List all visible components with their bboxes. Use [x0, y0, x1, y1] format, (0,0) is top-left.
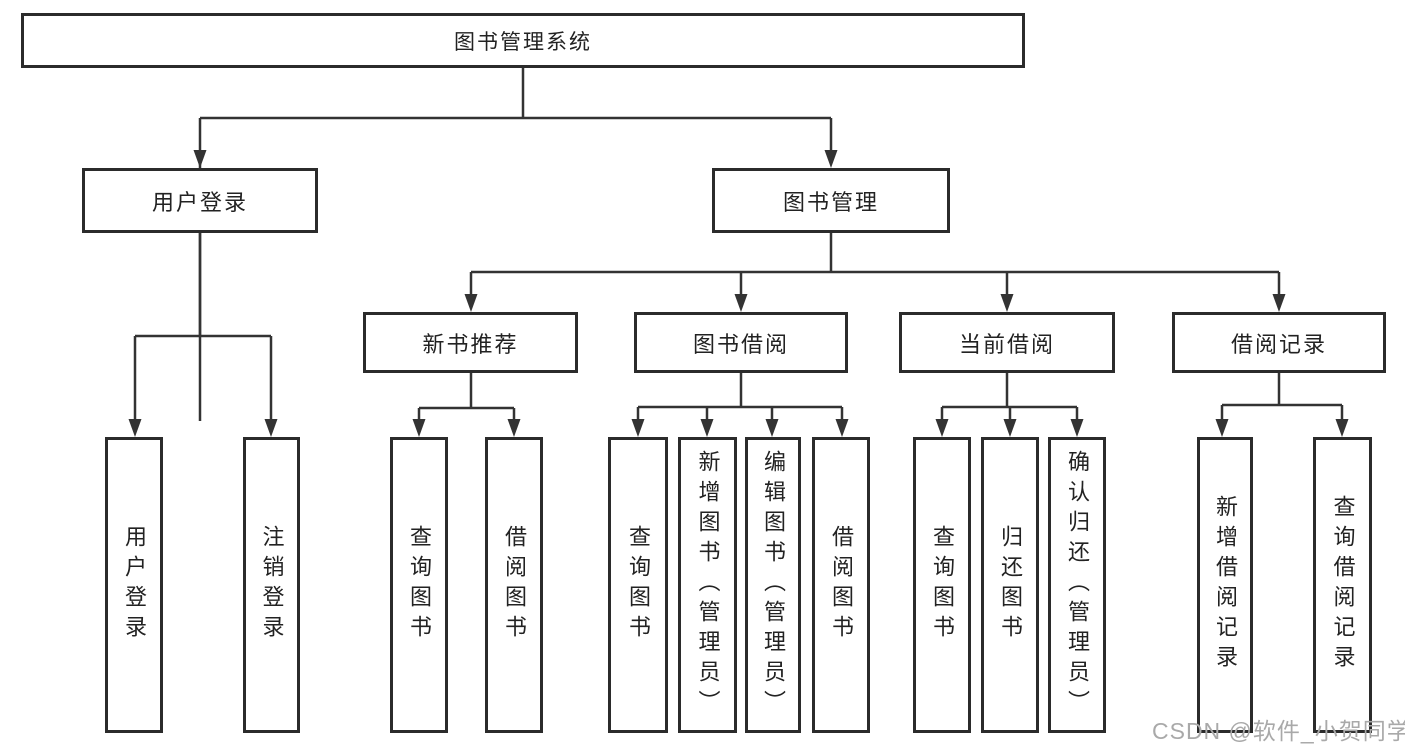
node-label: 当前借阅 — [958, 331, 1055, 357]
leaf-label: 注销登录 — [259, 525, 285, 645]
leaf-label: 确认归还（管理员） — [1065, 450, 1090, 720]
leaf-label: 编辑图书（管理员） — [761, 450, 786, 720]
leaf-borrow-books: 借阅图书 — [812, 437, 870, 733]
leaf-label: 用户登录 — [122, 525, 147, 645]
node-label: 图书管理 — [782, 189, 879, 215]
node-book-management: 图书管理 — [712, 168, 950, 233]
leaf-label: 查询图书 — [407, 525, 432, 645]
leaf-query-books: 查询图书 — [913, 437, 971, 733]
node-borrowing-records: 借阅记录 — [1172, 312, 1386, 373]
leaf-query-borrow-record: 查询借阅记录 — [1313, 437, 1372, 733]
leaf-query-books: 查询图书 — [608, 437, 668, 733]
node-new-book-recommendation: 新书推荐 — [363, 312, 578, 373]
node-label: 用户登录 — [151, 189, 248, 215]
node-current-borrowing: 当前借阅 — [899, 312, 1115, 373]
leaf-add-borrow-record: 新增借阅记录 — [1197, 437, 1253, 733]
leaf-user-login: 用户登录 — [105, 437, 163, 733]
node-label: 图书借阅 — [692, 331, 789, 357]
node-book-borrowing: 图书借阅 — [634, 312, 848, 373]
leaf-label: 借阅图书 — [829, 525, 854, 645]
leaf-label: 新增借阅记录 — [1213, 495, 1238, 675]
leaf-borrow-books: 借阅图书 — [485, 437, 543, 733]
leaf-edit-books-admin: 编辑图书（管理员） — [745, 437, 801, 733]
node-user-login: 用户登录 — [82, 168, 318, 233]
leaf-logout: 注销登录 — [243, 437, 300, 733]
node-label: 借阅记录 — [1230, 331, 1327, 357]
leaf-add-books-admin: 新增图书（管理员） — [678, 437, 737, 733]
leaf-query-books: 查询图书 — [390, 437, 448, 733]
leaf-label: 查询借阅记录 — [1330, 495, 1356, 675]
leaf-label: 查询图书 — [626, 525, 651, 645]
leaf-label: 归还图书 — [998, 525, 1023, 645]
leaf-label: 查询图书 — [930, 525, 955, 645]
leaf-label: 借阅图书 — [502, 525, 527, 645]
leaf-confirm-return-admin: 确认归还（管理员） — [1048, 437, 1106, 733]
node-label: 图书管理系统 — [454, 30, 592, 54]
leaf-return-books: 归还图书 — [981, 437, 1039, 733]
node-label: 新书推荐 — [422, 331, 519, 357]
node-library-management-system: 图书管理系统 — [21, 13, 1025, 68]
watermark: CSDN @软件_小贺同学 — [1152, 718, 1405, 744]
leaf-label: 新增图书（管理员） — [695, 450, 721, 720]
